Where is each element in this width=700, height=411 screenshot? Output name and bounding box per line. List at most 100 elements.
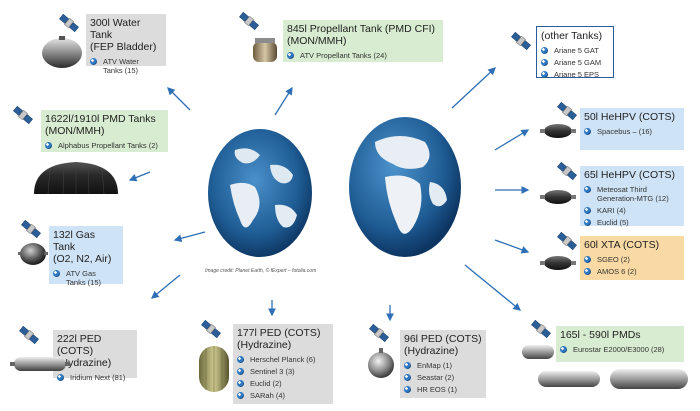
card-pmd-tanks-1622: 1622l/1910l PMD Tanks (MON/MMH) Alphabus… bbox=[41, 110, 168, 152]
card-title: 165l - 590l PMDs bbox=[560, 329, 641, 341]
bullet-icon bbox=[584, 256, 591, 263]
propellant-tank-icon bbox=[253, 38, 277, 62]
list-item: Spacebus – (16) bbox=[584, 127, 680, 136]
list-item: Euclid (2) bbox=[237, 379, 329, 388]
card-title: 177l PED (COTS) (Hydrazine) bbox=[237, 327, 321, 351]
card-ped-222: 222l PED (COTS) (Hydrazine) Iridium Next… bbox=[53, 330, 137, 382]
card-water-tank: 300l Water Tank (FEP Bladder) ATV Water … bbox=[86, 14, 166, 75]
arrow-other bbox=[451, 67, 496, 109]
card-other-tanks: (other Tanks) Ariane 5 GAT Ariane 5 GAM … bbox=[536, 26, 614, 79]
satellite-icon bbox=[511, 31, 531, 51]
pmd-tank-icon bbox=[34, 162, 118, 195]
bullet-icon bbox=[287, 52, 294, 59]
arrow-gas132 bbox=[173, 231, 206, 243]
ped-222-tank-icon bbox=[10, 357, 70, 371]
arrow-xta60 bbox=[494, 239, 530, 254]
list-item: Meteosat Third Generation-MTG (12) bbox=[584, 185, 680, 203]
card-title: 50l HeHPV (COTS) bbox=[584, 111, 676, 123]
bullet-icon bbox=[53, 270, 60, 277]
list-item: ATV Propellant Tanks (24) bbox=[287, 51, 439, 60]
bullet-icon bbox=[584, 186, 591, 193]
satellite-icon bbox=[557, 161, 577, 181]
card-title: 65l HeHPV (COTS) bbox=[584, 169, 676, 181]
bullet-icon bbox=[237, 356, 244, 363]
bullet-icon bbox=[237, 392, 244, 399]
card-title: 60l XTA (COTS) bbox=[584, 239, 660, 251]
arrow-propellant bbox=[274, 86, 293, 116]
list-item: HR EOS (1) bbox=[404, 385, 482, 394]
card-ped-177: 177l PED (COTS) (Hydrazine) Herschel Pla… bbox=[233, 324, 333, 404]
image-credit: Image credit: Planet Earth, © fExpert – … bbox=[205, 268, 317, 274]
list-item: Ariane 5 GAM bbox=[541, 58, 609, 67]
ped-96-tank-icon bbox=[368, 348, 394, 378]
list-item: Ariane 5 EPS bbox=[541, 70, 609, 79]
satellite-icon bbox=[13, 105, 33, 125]
list-item: Ariane 5 GAT bbox=[541, 46, 609, 55]
globe-right-icon bbox=[349, 117, 461, 257]
satellite-icon bbox=[239, 11, 259, 31]
bullet-icon bbox=[541, 71, 548, 78]
bullet-icon bbox=[404, 386, 411, 393]
list-item: ATV Gas Tanks (15) bbox=[53, 269, 119, 287]
list-item: ATV Water Tanks (15) bbox=[90, 57, 162, 75]
bullet-icon bbox=[584, 268, 591, 275]
pmd-165-tank-large-icon bbox=[610, 369, 688, 389]
bullet-icon bbox=[584, 128, 591, 135]
satellite-icon bbox=[557, 231, 577, 251]
list-item: KARI (4) bbox=[584, 206, 680, 215]
hehpv-65-tank-icon bbox=[540, 190, 576, 204]
satellite-icon bbox=[369, 323, 389, 343]
list-item: Euclid (5) bbox=[584, 218, 680, 227]
satellite-icon bbox=[21, 219, 41, 239]
pmd-165-tank-medium-icon bbox=[538, 371, 600, 387]
bullet-icon bbox=[404, 374, 411, 381]
satellite-icon bbox=[201, 319, 221, 339]
arrow-hehpv50 bbox=[494, 129, 530, 151]
bullet-icon bbox=[237, 368, 244, 375]
bullet-icon bbox=[584, 219, 591, 226]
pmd-165-tank-small-icon bbox=[522, 345, 554, 359]
bullet-icon bbox=[90, 58, 97, 65]
globe-left-icon bbox=[208, 129, 312, 257]
list-item: Seastar (2) bbox=[404, 373, 482, 382]
list-item: Iridium Next (81) bbox=[57, 373, 133, 382]
card-pmd-165-590: 165l - 590l PMDs Eurostar E2000/E3000 (2… bbox=[556, 326, 684, 362]
list-item: EnMap (1) bbox=[404, 361, 482, 370]
bullet-icon bbox=[560, 346, 567, 353]
card-title: 222l PED (COTS) (Hydrazine) bbox=[57, 333, 112, 369]
satellite-icon bbox=[531, 319, 551, 339]
arrow-water bbox=[167, 87, 191, 111]
bullet-icon bbox=[57, 374, 64, 381]
card-title: (other Tanks) bbox=[541, 30, 603, 42]
satellite-icon bbox=[19, 325, 39, 345]
card-ped-96: 96l PED (COTS) (Hydrazine) EnMap (1) Sea… bbox=[400, 330, 486, 398]
list-item: AMOS 6 (2) bbox=[584, 267, 680, 276]
arrow-ped222 bbox=[150, 274, 181, 299]
bullet-icon bbox=[45, 142, 52, 149]
bullet-icon bbox=[541, 59, 548, 66]
arrow-pmd165 bbox=[464, 264, 522, 311]
satellite-icon bbox=[59, 13, 79, 33]
bullet-icon bbox=[584, 207, 591, 214]
card-xta-60: 60l XTA (COTS) SGEO (2) AMOS 6 (2) bbox=[580, 236, 684, 280]
list-item: Alphabus Propellant Tanks (2) bbox=[45, 141, 164, 150]
list-item: SARah (4) bbox=[237, 391, 329, 400]
satellite-icon bbox=[557, 101, 577, 121]
card-title: 300l Water Tank (FEP Bladder) bbox=[90, 17, 157, 53]
card-hehpv-50: 50l HeHPV (COTS) Spacebus – (16) bbox=[580, 108, 684, 150]
card-propellant-tank: 845l Propellant Tank (PMD CFI) (MON/MMH)… bbox=[283, 20, 443, 62]
card-gas-tank: 132l Gas Tank (O2, N2, Air) ATV Gas Tank… bbox=[49, 226, 123, 287]
bullet-icon bbox=[541, 47, 548, 54]
bullet-icon bbox=[237, 380, 244, 387]
card-title: 132l Gas Tank (O2, N2, Air) bbox=[53, 229, 112, 265]
arrow-pmd1622 bbox=[128, 171, 151, 182]
gas-tank-icon bbox=[18, 243, 48, 265]
xta-60-tank-icon bbox=[540, 256, 576, 270]
bullet-icon bbox=[404, 362, 411, 369]
water-tank-icon bbox=[42, 36, 82, 68]
card-title: 845l Propellant Tank (PMD CFI) (MON/MMH) bbox=[287, 23, 436, 47]
ped-177-tank-icon bbox=[199, 346, 229, 392]
list-item: Eurostar E2000/E3000 (28) bbox=[560, 345, 680, 354]
list-item: SGEO (2) bbox=[584, 255, 680, 264]
